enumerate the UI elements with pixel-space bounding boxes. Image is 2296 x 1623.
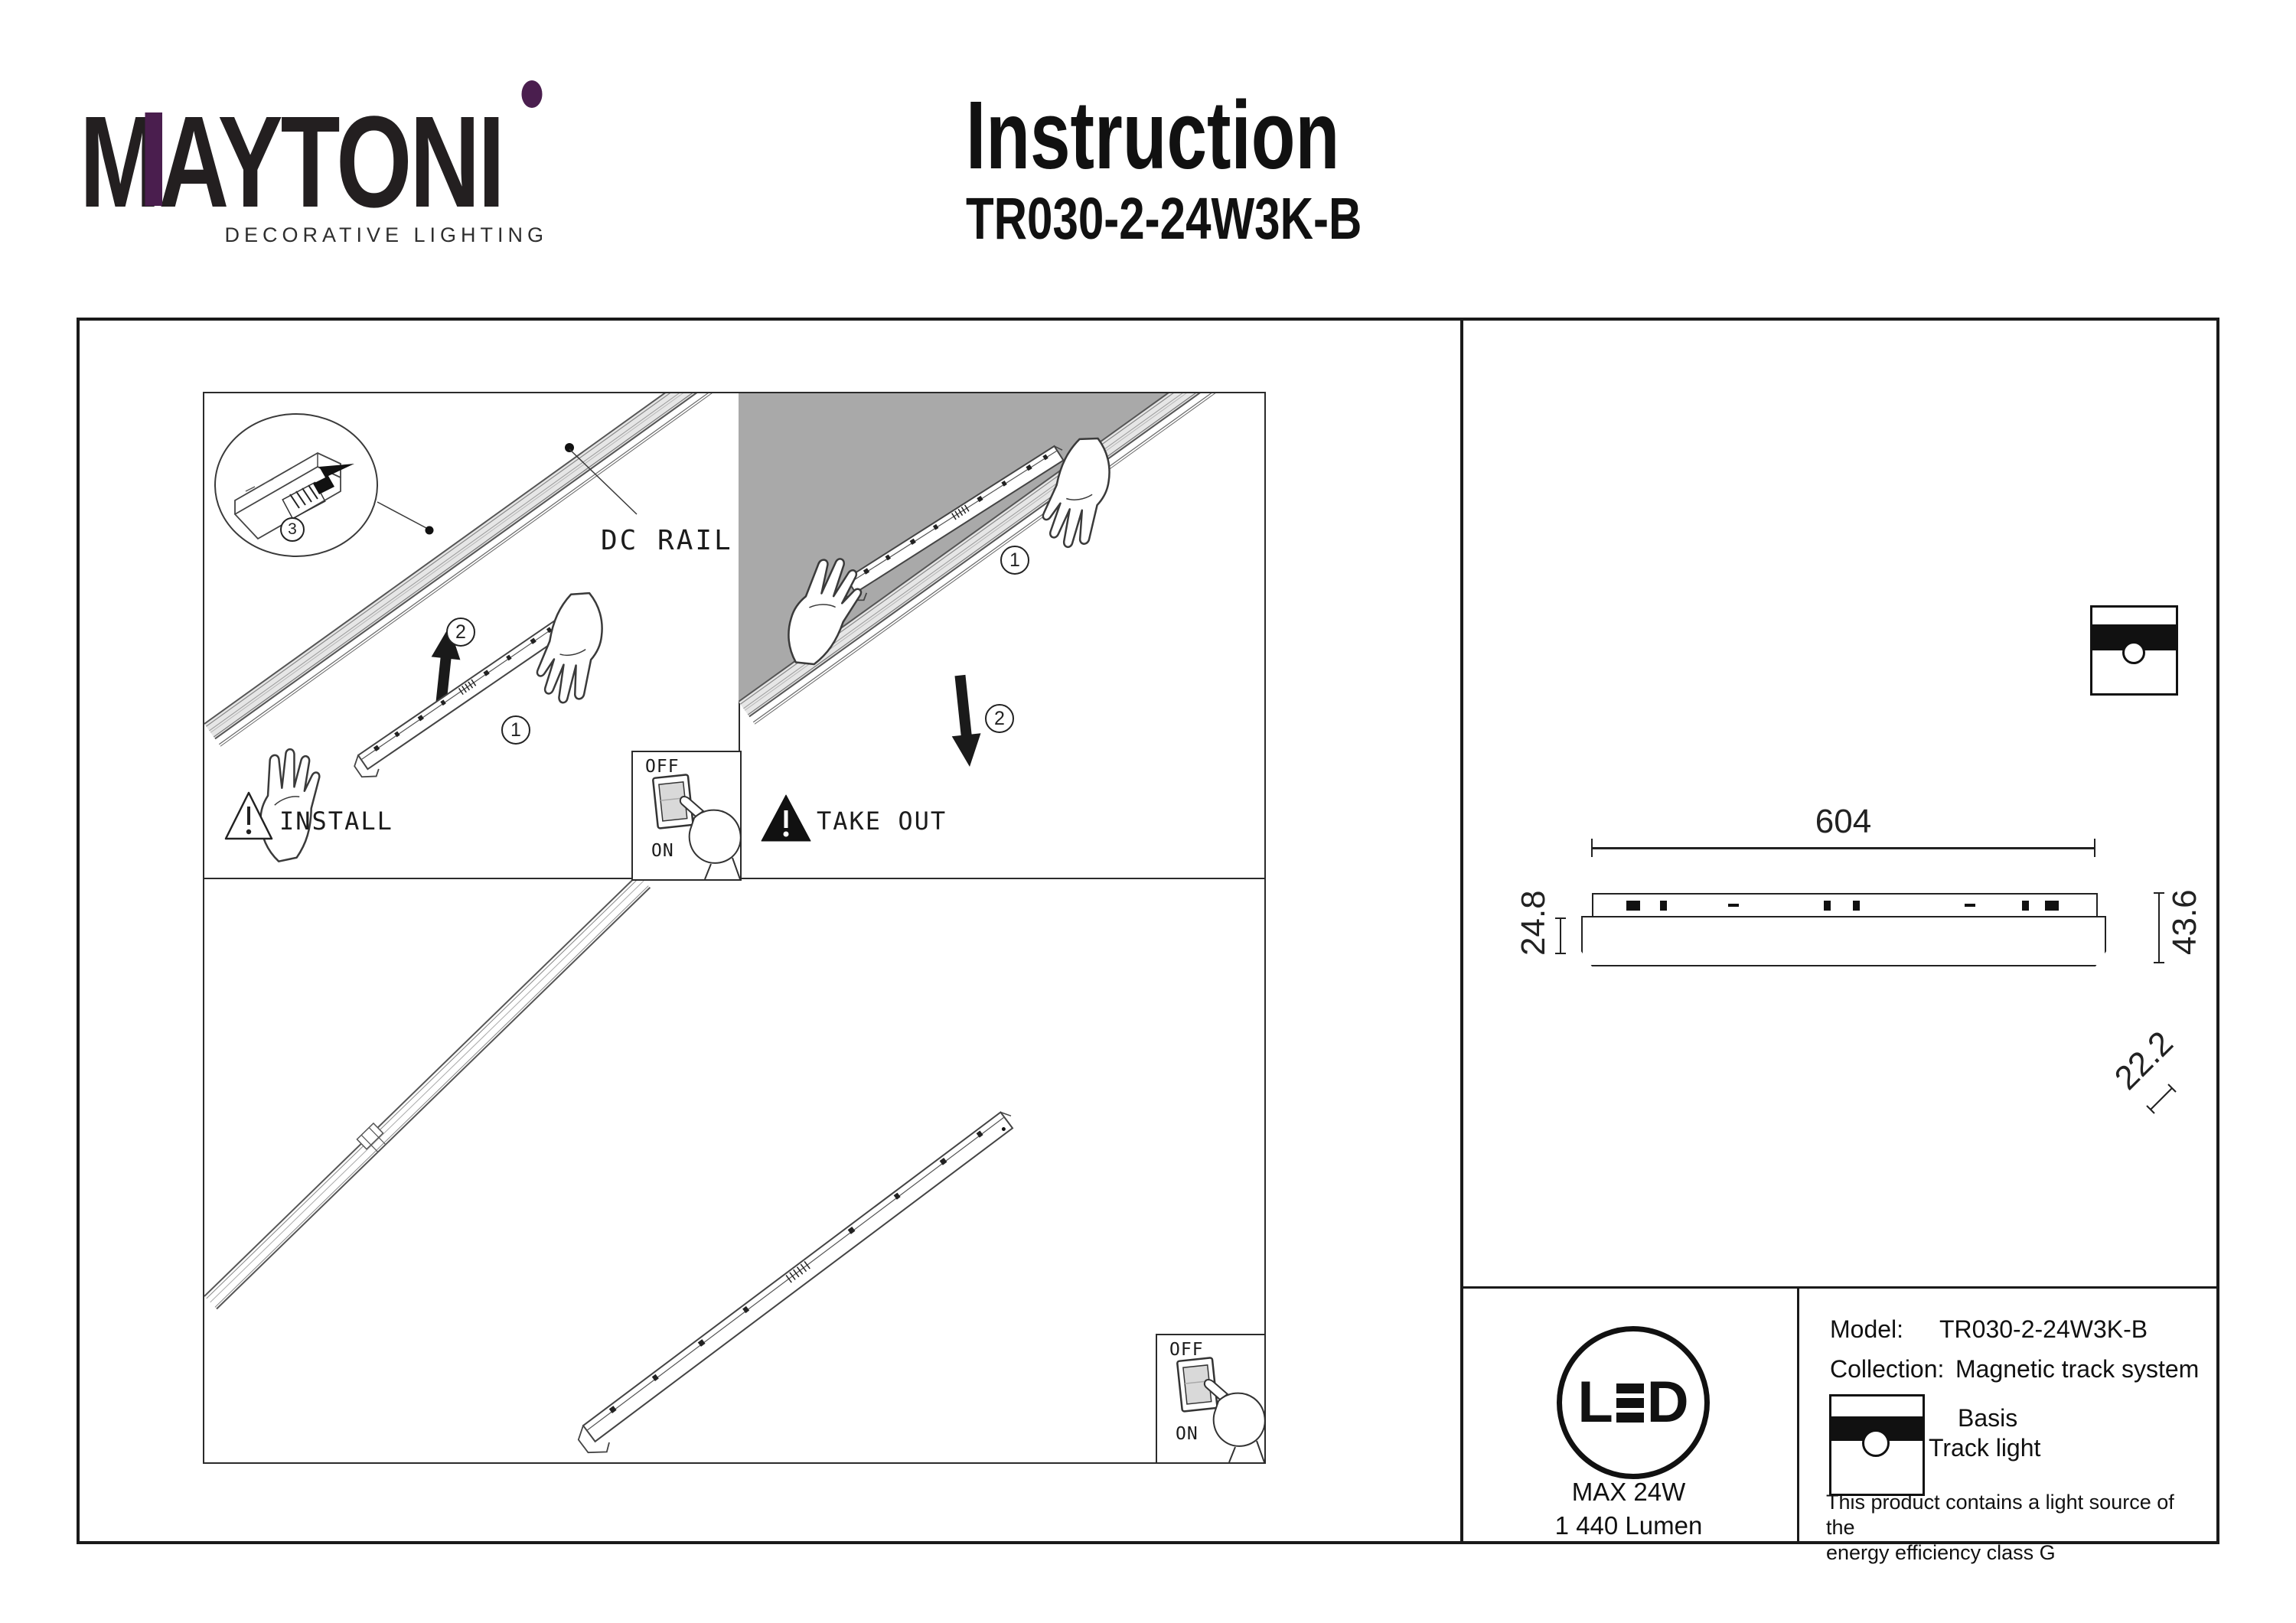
dim-tick bbox=[2154, 962, 2164, 963]
led-letter-l: L bbox=[1577, 1370, 1613, 1435]
warning-triangle-icon bbox=[224, 791, 273, 840]
max-power-label: MAX 24W bbox=[1571, 1478, 1686, 1506]
energy-efficiency-note: This product contains a light source of … bbox=[1826, 1490, 2201, 1566]
dim-tick bbox=[2158, 893, 2160, 963]
logo-accent-stroke bbox=[145, 112, 162, 206]
power-switch-callout: OFF ON bbox=[631, 751, 742, 881]
step-number-3: 3 bbox=[280, 517, 305, 542]
overview-panel-drawing bbox=[204, 879, 1014, 1454]
end-view-icon bbox=[2090, 605, 2178, 696]
takeout-panel-drawing bbox=[739, 393, 1253, 842]
switch-on-label: ON bbox=[651, 841, 674, 861]
dim-tick bbox=[2154, 892, 2164, 894]
track-light-drawing bbox=[577, 1111, 1014, 1454]
step-number-1: 1 bbox=[1000, 546, 1029, 575]
switch-on-label: ON bbox=[1176, 1424, 1199, 1444]
lumen-label: 1 440 Lumen bbox=[1554, 1511, 1703, 1540]
led-letter-e-icon bbox=[1616, 1383, 1644, 1423]
dim-depth-tick bbox=[2146, 1084, 2177, 1114]
connector-detail-callout bbox=[214, 413, 434, 557]
energy-efficiency-line2: energy efficiency class G bbox=[1826, 1541, 2056, 1564]
led-letter-d: D bbox=[1646, 1370, 1689, 1435]
main-vertical-divider bbox=[1460, 321, 1463, 1541]
collection-value: Magnetic track system bbox=[1955, 1355, 2200, 1383]
brand-tagline: DECORATIVE LIGHTING bbox=[224, 223, 548, 246]
model-value: TR030-2-24W3K-B bbox=[1939, 1315, 2148, 1343]
install-panel-drawing bbox=[204, 393, 719, 865]
page-model-number: TR030-2-24W3K-B bbox=[966, 186, 1362, 252]
warning-triangle-icon bbox=[761, 794, 811, 842]
mount-label: Basis bbox=[1958, 1404, 2018, 1432]
dim-tick bbox=[2094, 839, 2095, 857]
dim-tick bbox=[1555, 917, 1566, 919]
collection-label: Collection: bbox=[1830, 1355, 1945, 1383]
switch-off-label: OFF bbox=[1169, 1340, 1204, 1360]
step-number-2: 2 bbox=[985, 704, 1014, 733]
logo-accent-dot-icon bbox=[521, 80, 543, 108]
brand-logo: MAYTONI bbox=[80, 80, 543, 227]
dc-rail-drawing bbox=[204, 879, 651, 1310]
basis-track-icon bbox=[1829, 1394, 1925, 1496]
dim-body-height-label: 24.8 bbox=[1515, 890, 1552, 956]
switch-off-label: OFF bbox=[645, 757, 680, 777]
step-number-2: 2 bbox=[446, 618, 475, 647]
dim-tick bbox=[1555, 953, 1566, 954]
model-label: Model: bbox=[1830, 1315, 1904, 1343]
spec-horizontal-divider bbox=[1460, 1286, 2216, 1289]
switch-hand-drawing bbox=[1176, 1357, 1264, 1462]
switch-hand-drawing bbox=[652, 774, 740, 879]
dim-tick bbox=[1591, 839, 1593, 857]
type-label: Track light bbox=[1929, 1434, 2041, 1462]
spec-vertical-divider bbox=[1797, 1286, 1799, 1541]
brand-logo-text: MAYTONI bbox=[80, 90, 505, 235]
page-title: Instruction bbox=[966, 81, 1340, 189]
led-badge: L D bbox=[1557, 1326, 1710, 1479]
dim-length-line bbox=[1592, 847, 2095, 849]
hand-left-icon bbox=[245, 743, 337, 865]
power-switch-callout: OFF ON bbox=[1156, 1334, 1266, 1464]
dim-length-label: 604 bbox=[1815, 803, 1872, 840]
lamp-body-profile bbox=[1581, 916, 2106, 966]
install-label: INSTALL bbox=[279, 807, 393, 836]
step-number-1: 1 bbox=[501, 715, 530, 745]
dim-total-height-label: 43.6 bbox=[2166, 889, 2203, 955]
instruction-diagram-box: DC RAIL INSTALL TAKE OUT 3 2 1 1 2 bbox=[203, 392, 1266, 1464]
content-frame: DC RAIL INSTALL TAKE OUT 3 2 1 1 2 bbox=[77, 318, 2219, 1564]
arrow-down-icon bbox=[951, 674, 981, 767]
lamp-top-strip bbox=[1592, 893, 2098, 919]
dc-rail-label: DC RAIL bbox=[601, 525, 733, 556]
dim-tick bbox=[1560, 918, 1561, 953]
arrow-up-icon bbox=[431, 626, 461, 714]
take-out-label: TAKE OUT bbox=[817, 807, 947, 836]
energy-efficiency-line1: This product contains a light source of … bbox=[1826, 1491, 2174, 1539]
